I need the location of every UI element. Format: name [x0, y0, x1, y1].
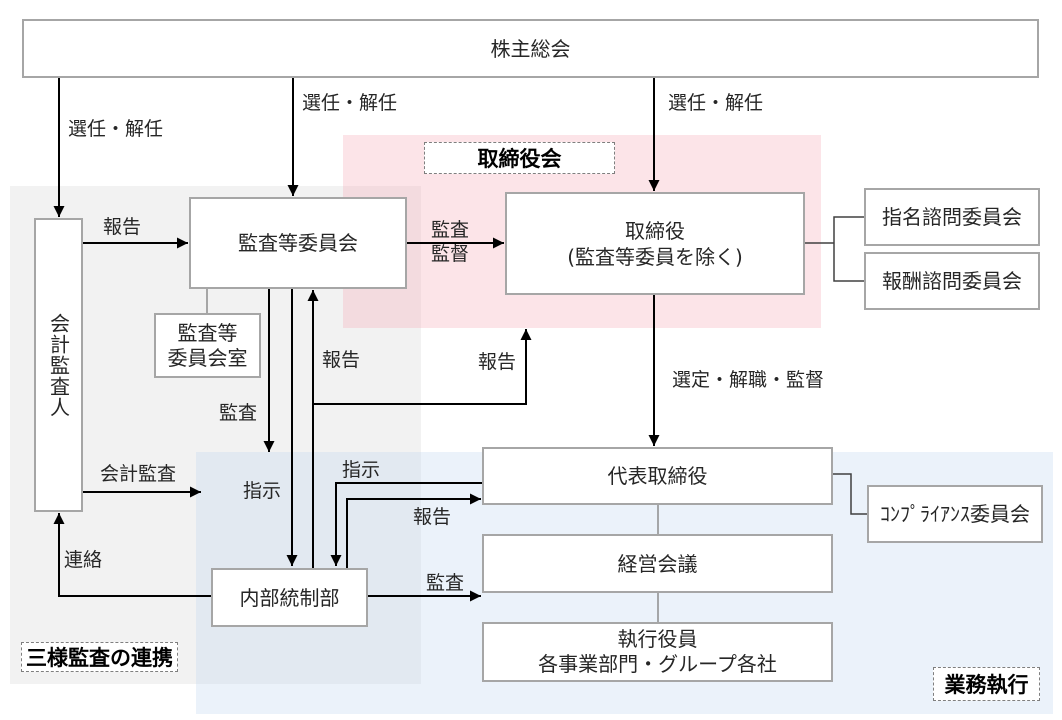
shareholders-meeting-label: 株主総会 — [490, 36, 571, 61]
board-region-tag: 取締役会 — [424, 142, 615, 174]
audit-committee-office-box: 監査等 委員会室 — [154, 313, 261, 378]
nomination-committee-label: 指名諮問委員会 — [882, 205, 1022, 229]
edge-label-audit: 監査 — [431, 219, 470, 241]
internal-control-dept-box: 内部統制部 — [211, 568, 368, 627]
executive-officers-box: 執行役員 各事業部門・グループ各社 — [482, 622, 833, 682]
arrow-internal-report-to-board — [313, 329, 532, 405]
arrow-representative-instruct-internal — [330, 482, 482, 566]
directors-label: 取締役 — [625, 218, 685, 243]
edge-label-elect-dismiss-auditor: 選任・解任 — [68, 118, 164, 140]
audit-committee-office-line2: 委員会室 — [167, 345, 248, 370]
connector-representative-to-compliance — [833, 473, 867, 515]
edge-label-elect-dismiss-directors: 選任・解任 — [668, 92, 764, 114]
edge-label-audit-supervise: 監査 監督 — [431, 218, 469, 266]
management-meeting-box: 経営会議 — [482, 534, 833, 593]
accounting-auditor-label: 会計監査人 — [46, 312, 71, 418]
edge-label-accounting-audit: 会計監査 — [100, 463, 177, 485]
edge-label-elect-dismiss-committee: 選任・解任 — [302, 92, 398, 114]
compliance-committee-label: ｺﾝﾌﾟﾗｲｱﾝｽ委員会 — [880, 502, 1030, 526]
shareholders-meeting-box: 株主総会 — [22, 19, 1039, 78]
edge-label-appoint-dismiss-supervise: 選定・解職・監督 — [672, 369, 825, 391]
audit-committee-label: 監査等委員会 — [238, 231, 358, 255]
management-meeting-label: 経営会議 — [617, 551, 698, 576]
executive-officers-label: 執行役員 — [617, 627, 698, 651]
directors-box: 取締役 (監査等委員を除く) — [505, 192, 805, 295]
remuneration-committee-label: 報酬諮問委員会 — [882, 269, 1022, 293]
edge-label-internal-audit: 監査 — [426, 572, 465, 594]
accounting-auditor-box: 会計監査人 — [34, 218, 83, 512]
edge-label-report-representative: 報告 — [413, 506, 452, 528]
representative-director-box: 代表取締役 — [482, 447, 833, 505]
business-units-label: 各事業部門・グループ各社 — [538, 652, 777, 676]
directors-sublabel: (監査等委員を除く) — [567, 244, 743, 269]
edge-label-committee-instruct: 指示 — [243, 480, 282, 502]
nomination-committee-box: 指名諮問委員会 — [864, 188, 1040, 246]
compliance-committee-box: ｺﾝﾌﾟﾗｲｱﾝｽ委員会 — [867, 485, 1043, 543]
audit-coordination-tag: 三様監査の連携 — [21, 642, 178, 672]
connector-advisory-bracket — [833, 216, 864, 282]
edge-label-representative-instruct: 指示 — [342, 459, 381, 481]
arrow-internal-liaison-auditor — [53, 513, 211, 597]
edge-label-committee-audit: 監査 — [219, 402, 258, 424]
remuneration-committee-box: 報酬諮問委員会 — [864, 252, 1040, 310]
arrow-internal-report-to-representative — [346, 493, 481, 568]
representative-director-label: 代表取締役 — [607, 464, 708, 488]
edge-label-report-internal-committee: 報告 — [322, 349, 361, 371]
edge-label-supervise: 監督 — [431, 243, 470, 265]
edge-label-report-board: 報告 — [478, 351, 517, 373]
audit-committee-box: 監査等委員会 — [189, 197, 407, 289]
internal-control-dept-label: 内部統制部 — [239, 585, 340, 610]
edge-label-report-auditor: 報告 — [103, 216, 142, 238]
edge-label-liaison: 連絡 — [64, 549, 103, 571]
business-execution-tag: 業務執行 — [933, 667, 1040, 701]
audit-committee-office-line1: 監査等 — [177, 320, 238, 345]
